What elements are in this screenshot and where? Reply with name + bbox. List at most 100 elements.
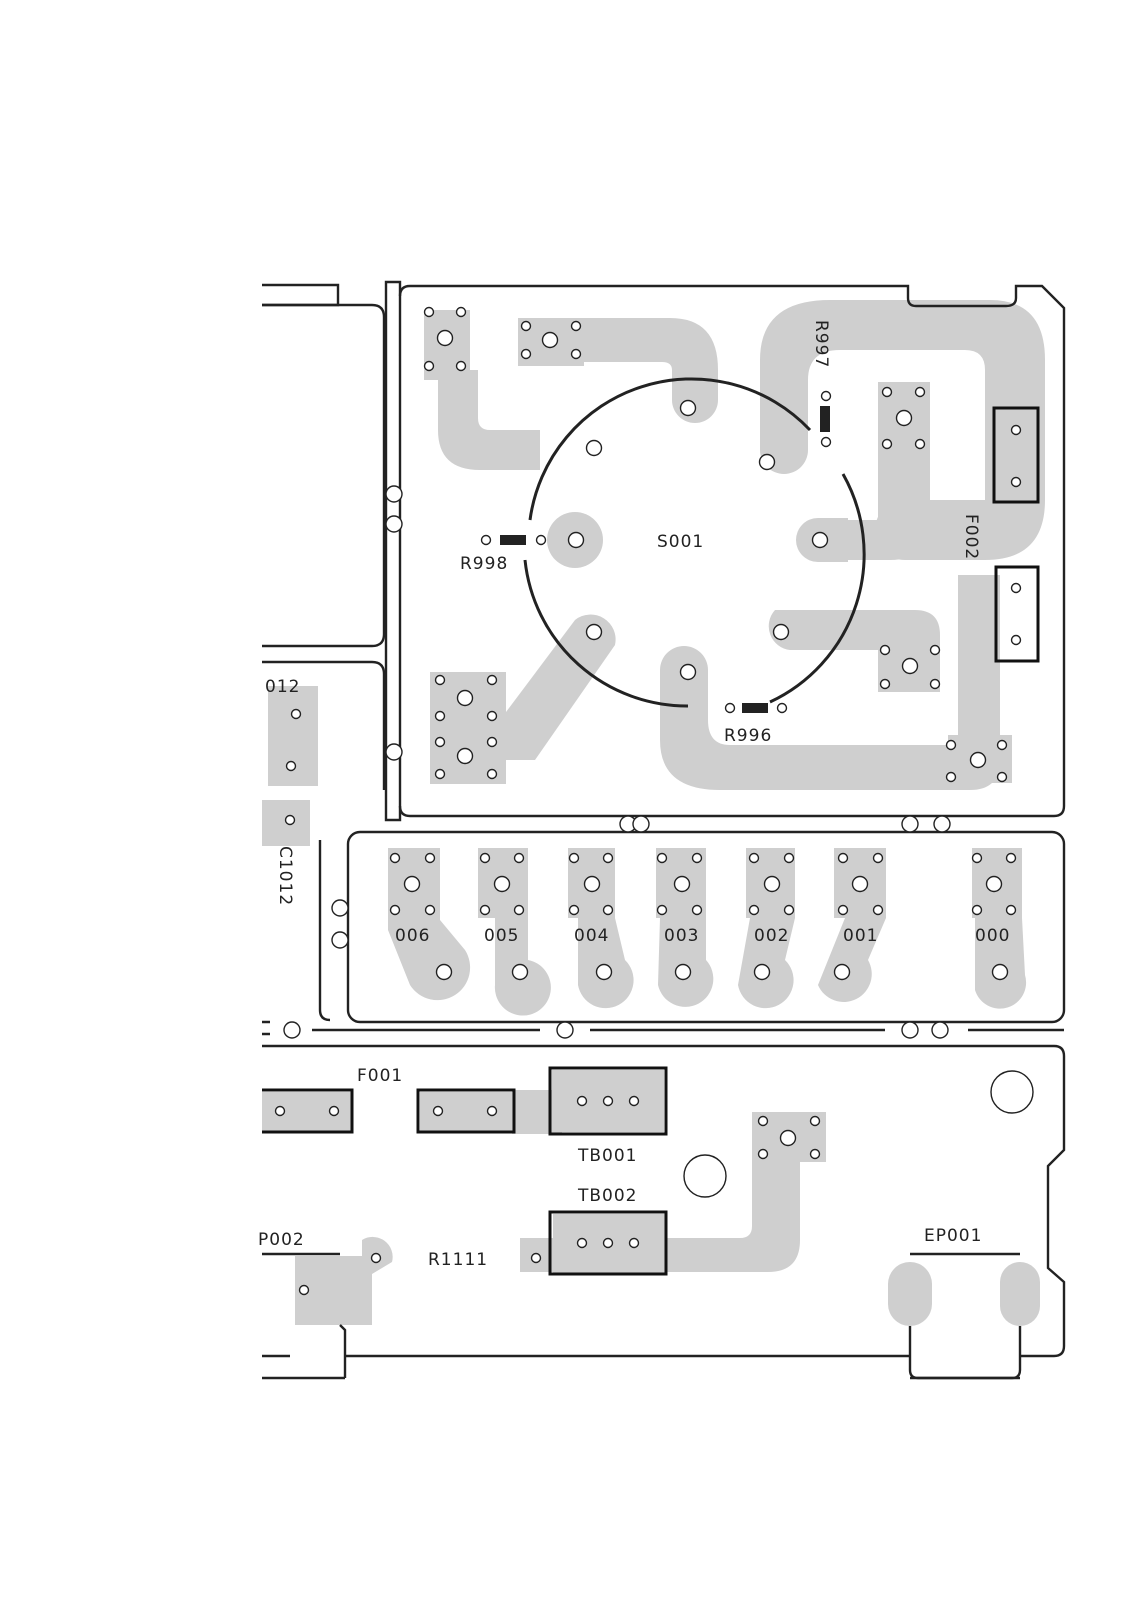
- drill-hole: [570, 320, 582, 332]
- s001-switch-outline: [523, 377, 866, 708]
- drill-hole: [757, 1148, 769, 1160]
- drill-hole: [585, 439, 603, 457]
- component-outlines: [262, 406, 1040, 1276]
- component-labels: S001 R997 R998 R996 F002 012 C1012 006 0…: [258, 320, 1010, 1270]
- drill-hole: [872, 852, 884, 864]
- drill-hole: [434, 674, 446, 686]
- drill-hole: [570, 348, 582, 360]
- drill-hole: [691, 904, 703, 916]
- drill-hole: [748, 904, 760, 916]
- drill-hole: [328, 1105, 340, 1117]
- label-r996: R996: [724, 726, 772, 746]
- drill-hole: [776, 702, 788, 714]
- drill-hole: [914, 438, 926, 450]
- drill-hole: [996, 739, 1008, 751]
- drill-hole: [1005, 852, 1017, 864]
- f002-lower-holder: [994, 565, 1040, 663]
- drill-hole: [628, 1237, 640, 1249]
- f002-upper-holder: [992, 406, 1040, 504]
- drill-hole: [996, 771, 1008, 783]
- drill-hole: [1010, 634, 1022, 646]
- drill-hole: [820, 436, 832, 448]
- drill-hole: [809, 1115, 821, 1127]
- label-c1012-partial: 012: [265, 677, 300, 697]
- tb002-outline: [548, 1210, 668, 1276]
- drill-hole: [971, 904, 983, 916]
- drill-hole: [290, 708, 302, 720]
- drill-hole: [423, 360, 435, 372]
- label-pos-001: 001: [843, 926, 878, 946]
- drill-hole: [991, 963, 1009, 981]
- drill-hole: [779, 1129, 797, 1147]
- drill-hole: [881, 438, 893, 450]
- drill-hole: [456, 747, 474, 765]
- drill-hole: [985, 875, 1003, 893]
- drill-hole: [673, 875, 691, 893]
- board-outline: [262, 280, 1066, 1380]
- label-pos-005: 005: [484, 926, 519, 946]
- drill-hole: [833, 963, 851, 981]
- drill-hole: [837, 904, 849, 916]
- drill-hole: [511, 963, 529, 981]
- drill-hole: [424, 852, 436, 864]
- drill-hole: [403, 875, 421, 893]
- label-ep001: EP001: [924, 1226, 982, 1246]
- copper-layer: [262, 300, 1045, 1326]
- drill-hole: [435, 963, 453, 981]
- drill-hole: [879, 678, 891, 690]
- label-pos-006: 006: [395, 926, 430, 946]
- drill-hole: [602, 852, 614, 864]
- drill-hole: [541, 331, 559, 349]
- drill-hole: [479, 904, 491, 916]
- drill-hole: [567, 531, 585, 549]
- f001-left-holder: [262, 1088, 354, 1134]
- drill-hole: [576, 1095, 588, 1107]
- label-r997: R997: [811, 320, 831, 368]
- r997-body: [820, 406, 830, 432]
- drill-hole: [436, 329, 454, 347]
- label-pos-000: 000: [975, 926, 1010, 946]
- label-tb002: TB002: [577, 1186, 638, 1206]
- drill-hole: [772, 623, 790, 641]
- drill-hole: [895, 409, 913, 427]
- drill-hole: [929, 678, 941, 690]
- drill-hole: [602, 904, 614, 916]
- tb001-outline: [548, 1066, 668, 1136]
- drill-hole: [493, 875, 511, 893]
- label-p002: P002: [258, 1230, 305, 1250]
- drill-hole: [656, 852, 668, 864]
- drill-hole: [434, 768, 446, 780]
- drill-hole: [520, 320, 532, 332]
- drill-hole: [479, 852, 491, 864]
- drill-hole: [583, 875, 601, 893]
- drill-hole: [568, 852, 580, 864]
- drill-hole: [520, 348, 532, 360]
- drill-holes: [274, 306, 1022, 1296]
- drill-hole: [576, 1237, 588, 1249]
- drill-hole: [811, 531, 829, 549]
- drill-hole: [881, 386, 893, 398]
- label-r1111: R1111: [428, 1250, 488, 1270]
- drill-hole: [513, 904, 525, 916]
- label-s001: S001: [657, 532, 704, 552]
- drill-hole: [809, 1148, 821, 1160]
- drill-hole: [724, 702, 736, 714]
- drill-hole: [585, 623, 603, 641]
- drill-hole: [1010, 476, 1022, 488]
- drill-hole: [602, 1237, 614, 1249]
- drill-hole: [691, 852, 703, 864]
- drill-hole: [389, 852, 401, 864]
- drill-hole: [656, 904, 668, 916]
- label-r998: R998: [460, 554, 508, 574]
- drill-hole: [879, 644, 891, 656]
- r998-body: [500, 535, 526, 545]
- drill-hole: [914, 386, 926, 398]
- drill-hole: [434, 736, 446, 748]
- drill-hole: [929, 644, 941, 656]
- label-f002: F002: [961, 514, 981, 560]
- drill-hole: [423, 306, 435, 318]
- drill-hole: [674, 963, 692, 981]
- label-f001: F001: [357, 1066, 403, 1086]
- drill-hole: [679, 399, 697, 417]
- drill-hole: [783, 904, 795, 916]
